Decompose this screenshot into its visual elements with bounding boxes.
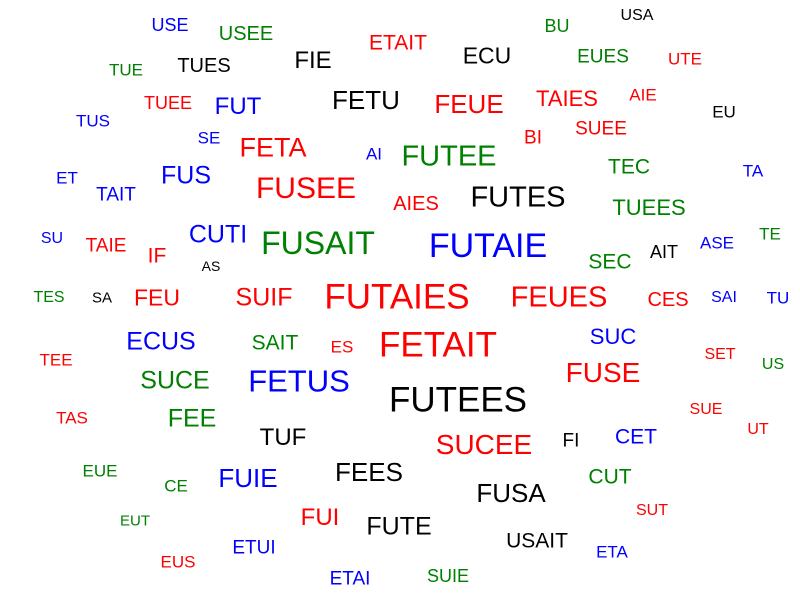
cloud-word: ETA [596, 542, 628, 562]
cloud-word: FUTAIE [428, 227, 548, 265]
cloud-word: AS [201, 258, 221, 274]
cloud-word: FEE [167, 404, 217, 433]
cloud-word: ETAIT [369, 31, 427, 55]
cloud-word: SUIF [235, 283, 293, 312]
cloud-word: CUTI [188, 220, 248, 249]
cloud-word: FIE [294, 47, 332, 74]
cloud-word: TA [742, 161, 764, 181]
cloud-word: FEU [134, 284, 180, 311]
cloud-word: TUEE [143, 93, 193, 113]
cloud-word: SU [40, 230, 64, 247]
cloud-word: BU [544, 16, 570, 36]
cloud-word: FETUS [248, 363, 350, 399]
cloud-word: TU [766, 288, 790, 308]
cloud-word: SUC [589, 324, 637, 349]
cloud-word: AI [365, 144, 383, 164]
cloud-word: USEE [218, 23, 274, 45]
cloud-word: SAI [711, 289, 737, 306]
cloud-word: USA [620, 7, 654, 24]
cloud-word: US [761, 356, 785, 373]
cloud-word: FETAIT [379, 325, 497, 365]
cloud-word: FUSEE [255, 172, 357, 205]
cloud-word: FETU [332, 85, 400, 115]
cloud-word: EUS [160, 552, 196, 572]
cloud-word: FEES [335, 457, 403, 487]
cloud-word: FUTES [470, 181, 566, 214]
cloud-word: TUEES [612, 195, 686, 220]
cloud-word: FEUES [510, 281, 608, 314]
cloud-word: BI [524, 127, 542, 149]
cloud-word: EU [712, 102, 736, 122]
cloud-word: CET [615, 425, 657, 449]
cloud-word: ECU [462, 42, 512, 69]
cloud-word: FETA [239, 132, 307, 163]
cloud-word: TE [759, 224, 781, 244]
cloud-word: FUIE [218, 463, 278, 493]
cloud-word: TES [33, 289, 65, 306]
cloud-word: AIT [649, 242, 679, 262]
cloud-word: FUSE [565, 357, 641, 388]
cloud-word: TEE [39, 350, 73, 370]
cloud-word: TUS [76, 111, 110, 131]
cloud-word: FUTE [366, 512, 432, 541]
cloud-word: CUT [588, 465, 632, 489]
cloud-word: CES [647, 289, 689, 311]
cloud-word: TAS [56, 408, 88, 428]
cloud-word: EUT [120, 512, 150, 530]
cloud-word: AIES [393, 193, 439, 215]
cloud-word: USAIT [506, 529, 568, 553]
cloud-word: TAIES [536, 86, 598, 111]
cloud-word: EUES [577, 46, 629, 68]
cloud-word: SUT [636, 502, 668, 519]
cloud-word: SE [197, 128, 221, 148]
cloud-word: SAIT [251, 331, 299, 355]
cloud-word: UT [747, 421, 769, 438]
cloud-word: AIE [629, 85, 657, 105]
cloud-word: EUE [82, 461, 118, 481]
cloud-word: TEC [608, 155, 650, 179]
cloud-word: FUTEES [388, 380, 528, 420]
cloud-word: FEUE [434, 89, 504, 119]
cloud-word: FUTEE [401, 140, 497, 173]
cloud-word: TAIT [96, 184, 136, 206]
cloud-word: SUCE [140, 366, 210, 395]
cloud-word: ES [330, 337, 354, 357]
cloud-word: ASE [699, 233, 735, 253]
cloud-word: TUF [259, 424, 307, 451]
cloud-word: USE [151, 15, 189, 35]
cloud-word: FUSAIT [261, 225, 375, 261]
cloud-word: SA [91, 289, 113, 307]
cloud-word: SUIE [426, 566, 470, 586]
cloud-word: TUE [109, 60, 143, 80]
cloud-word: CE [164, 476, 188, 496]
cloud-word: FI [562, 430, 580, 452]
cloud-word: SUCEE [435, 429, 533, 460]
cloud-word: FUI [300, 504, 340, 531]
cloud-word: SEC [588, 250, 632, 274]
cloud-word: TUES [177, 55, 231, 77]
cloud-word: FUSA [476, 478, 546, 508]
cloud-word: ETAI [329, 568, 371, 590]
cloud-word: ETUI [232, 537, 276, 559]
cloud-word: IF [147, 244, 167, 268]
cloud-word: TAIE [85, 235, 127, 257]
cloud-word: UTE [668, 49, 702, 69]
cloud-word: FUT [214, 93, 262, 120]
cloud-word: ECUS [126, 327, 196, 356]
cloud-word: SET [704, 346, 736, 363]
cloud-word: FUS [161, 161, 211, 190]
cloud-word: SUEE [575, 118, 627, 140]
cloud-word: ET [56, 168, 78, 188]
cloud-word: FUTAIES [324, 277, 470, 317]
cloud-word: SUE [689, 401, 723, 418]
